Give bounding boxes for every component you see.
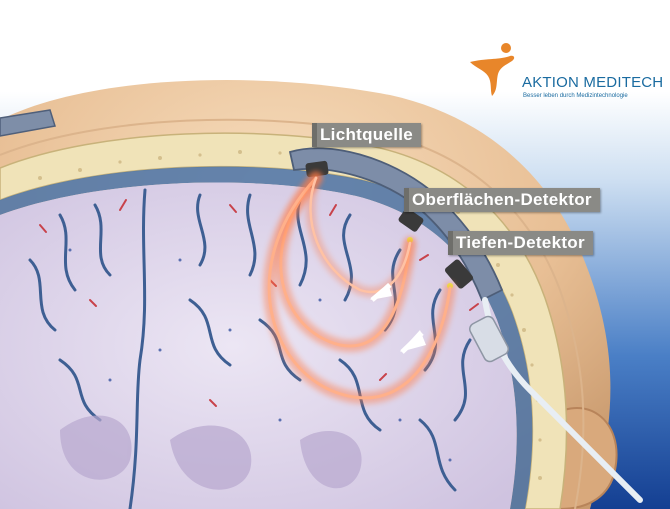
logo-tagline: Besser leben durch Medizintechnologie xyxy=(523,93,628,99)
label-deep-detector: Tiefen-Detektor xyxy=(448,231,593,255)
label-tick xyxy=(404,188,409,212)
label-tick xyxy=(312,123,317,147)
label-surface-detector: Oberflächen-Detektor xyxy=(404,188,600,212)
person-logo-icon xyxy=(466,40,526,100)
label-deep-detector-text: Tiefen-Detektor xyxy=(456,233,585,252)
label-tick xyxy=(448,231,453,255)
logo-brand-name: AKTION MEDITECH xyxy=(522,74,663,91)
aktion-meditech-logo: AKTION MEDITECH Besser leben durch Mediz… xyxy=(466,40,666,110)
label-light-source-text: Lichtquelle xyxy=(320,125,413,144)
label-light-source: Lichtquelle xyxy=(312,123,421,147)
label-surface-detector-text: Oberflächen-Detektor xyxy=(412,190,592,209)
